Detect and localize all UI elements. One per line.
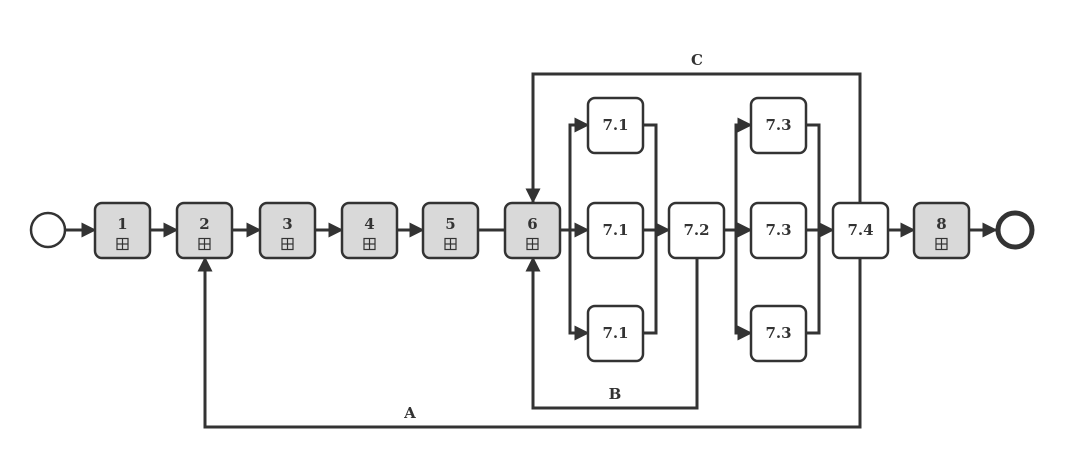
loop-a-label: A <box>403 404 416 422</box>
subprocess-node-5[interactable]: 5 <box>421 201 480 260</box>
start-event[interactable] <box>29 211 67 249</box>
loop-c-label: C <box>691 51 703 69</box>
node-label: 4 <box>364 215 374 233</box>
subprocess-node-6[interactable]: 6 <box>503 201 562 260</box>
task-node-7.3[interactable]: 7.3 <box>749 304 808 363</box>
node-label: 1 <box>117 215 127 233</box>
flow-merge-71c <box>643 230 658 335</box>
node-box <box>749 96 808 155</box>
task-node-7.1[interactable]: 7.1 <box>586 304 645 363</box>
node-box <box>503 201 562 260</box>
loop-b-label: B <box>609 385 622 403</box>
subprocess-node-1[interactable]: 1 <box>93 201 152 260</box>
node-label: 8 <box>936 215 946 233</box>
plus-box-icon <box>198 237 211 251</box>
flow-split-71 <box>568 117 590 230</box>
node-box <box>586 201 645 260</box>
task-node-7.2[interactable]: 7.2 <box>667 201 726 260</box>
node-box <box>175 201 234 260</box>
sequence-flows <box>65 117 998 341</box>
node-box <box>749 304 808 363</box>
end-event[interactable] <box>995 210 1035 250</box>
flow-split-73c <box>734 230 753 341</box>
plus-box-icon <box>116 237 129 251</box>
node-label: 7.1 <box>602 116 628 134</box>
plus-box-icon <box>935 237 948 251</box>
node-label: 7.4 <box>847 221 873 239</box>
subprocess-node-4[interactable]: 4 <box>340 201 399 260</box>
plus-box-icon <box>363 237 376 251</box>
task-node-7.3[interactable]: 7.3 <box>749 201 808 260</box>
plus-box-icon <box>281 237 294 251</box>
node-label: 3 <box>282 215 292 233</box>
node-box <box>667 201 726 260</box>
subprocess-node-3[interactable]: 3 <box>258 201 317 260</box>
flow-merge-73c <box>806 230 821 335</box>
node-label: 7.3 <box>765 221 791 239</box>
plus-box-icon <box>444 237 457 251</box>
node-label: 2 <box>199 215 209 233</box>
flow-merge-73a <box>806 123 821 230</box>
task-node-7.3[interactable]: 7.3 <box>749 96 808 155</box>
subprocess-node-2[interactable]: 2 <box>175 201 234 260</box>
subprocess-node-8[interactable]: 8 <box>912 201 971 260</box>
loop-c-flow <box>525 72 862 204</box>
node-box <box>749 201 808 260</box>
node-label: 5 <box>445 215 455 233</box>
node-box <box>258 201 317 260</box>
task-nodes: 1 2 3 4 5 6 7.1 7.1 7.1 7.2 7.3 7.3 7.3 7.4 8 <box>93 96 971 363</box>
task-node-7.4[interactable]: 7.4 <box>831 201 890 260</box>
loop-a-flow <box>197 256 862 429</box>
task-node-7.1[interactable]: 7.1 <box>586 96 645 155</box>
node-box <box>340 201 399 260</box>
node-label: 6 <box>527 215 537 233</box>
node-label: 7.3 <box>765 324 791 342</box>
node-box <box>421 201 480 260</box>
loop-b-flow <box>525 256 699 410</box>
node-label: 7.1 <box>602 221 628 239</box>
node-box <box>586 96 645 155</box>
node-box <box>912 201 971 260</box>
node-label: 7.3 <box>765 116 791 134</box>
node-box <box>93 201 152 260</box>
task-node-7.1[interactable]: 7.1 <box>586 201 645 260</box>
node-box <box>586 304 645 363</box>
node-box <box>831 201 890 260</box>
flow-split-73a <box>734 117 753 230</box>
node-label: 7.2 <box>683 221 709 239</box>
flow-merge-71a <box>643 123 658 230</box>
flow-split-71c <box>568 230 590 341</box>
node-label: 7.1 <box>602 324 628 342</box>
plus-box-icon <box>526 237 539 251</box>
